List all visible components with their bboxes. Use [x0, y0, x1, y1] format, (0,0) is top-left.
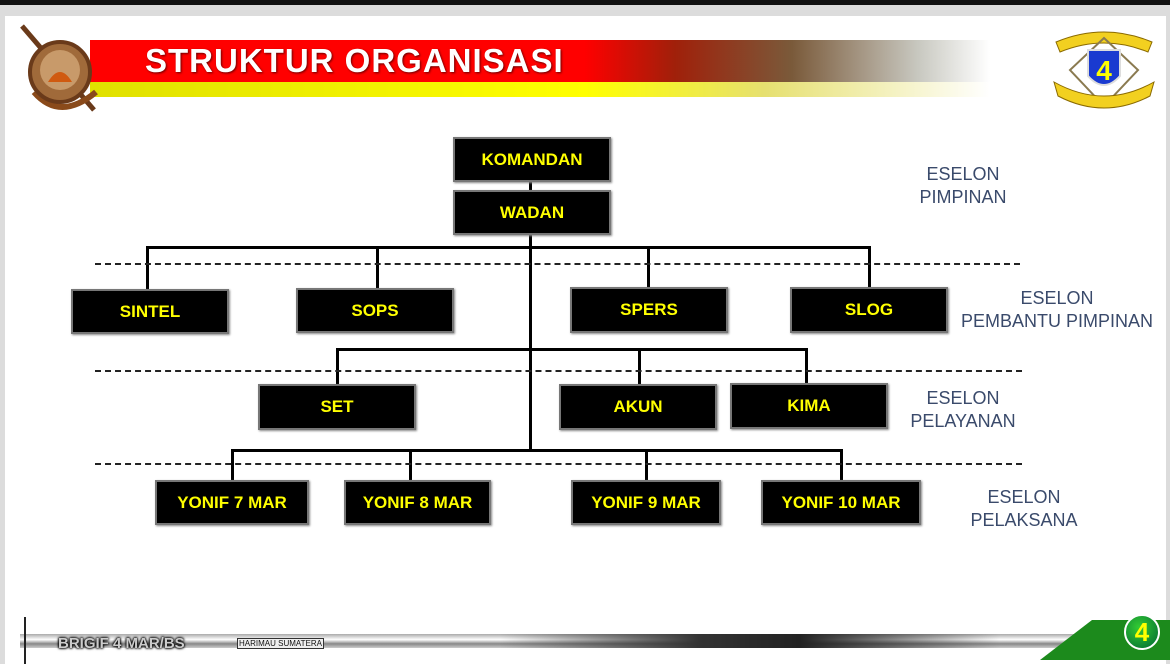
svg-text:4: 4 — [1096, 55, 1112, 86]
connector-line — [146, 246, 149, 289]
node-yonif-10: YONIF 10 MAR — [761, 480, 921, 525]
connector-line — [231, 449, 843, 452]
level-label-line: PIMPINAN — [919, 187, 1007, 207]
level-label-pelayanan: ESELON PELAYANAN — [910, 387, 1015, 433]
top-bar — [0, 0, 1170, 5]
node-set: SET — [258, 384, 416, 430]
slide — [5, 16, 1166, 664]
node-yonif-7: YONIF 7 MAR — [155, 480, 309, 525]
page-title: STRUKTUR ORGANISASI — [145, 42, 564, 79]
node-sintel: SINTEL — [71, 289, 229, 334]
connector-line — [868, 246, 871, 287]
node-komandan: KOMANDAN — [453, 137, 611, 182]
level-label-pimpinan: ESELON PIMPINAN — [919, 163, 1006, 209]
connector-line — [638, 348, 641, 384]
connector-line — [647, 246, 650, 287]
page-number: 4 — [1124, 614, 1160, 650]
level-label-pembantu: ESELON PEMBANTU PIMPINAN — [961, 287, 1153, 333]
node-slog: SLOG — [790, 287, 948, 333]
level-divider — [95, 263, 1020, 265]
footer-bar-shade — [500, 634, 1000, 648]
level-divider — [95, 370, 1022, 372]
marine-corps-emblem-icon — [20, 24, 98, 112]
level-label-line: ESELON — [926, 388, 1000, 408]
footer-motto: HARIMAU SUMATERA — [237, 638, 324, 649]
footer-divider — [24, 617, 26, 664]
node-sops: SOPS — [296, 288, 454, 333]
connector-line — [336, 348, 808, 351]
node-yonif-8: YONIF 8 MAR — [344, 480, 491, 525]
connector-line — [805, 348, 808, 383]
connector-line — [336, 348, 339, 384]
level-label-line: PEMBANTU PIMPINAN — [960, 311, 1154, 331]
level-divider — [95, 463, 1022, 465]
title-banner — [90, 40, 990, 82]
level-label-line: ESELON — [1020, 288, 1094, 308]
trunk-line — [529, 182, 532, 452]
connector-line — [376, 246, 379, 289]
level-label-line: ESELON — [987, 487, 1061, 507]
node-yonif-9: YONIF 9 MAR — [571, 480, 721, 525]
node-spers: SPERS — [570, 287, 728, 333]
level-label-line: PELAKSANA — [970, 510, 1078, 530]
level-label-line: PELAYANAN — [910, 411, 1016, 431]
title-banner-stripe — [90, 82, 990, 97]
level-label-line: ESELON — [926, 164, 1000, 184]
node-kima: KIMA — [730, 383, 888, 429]
node-akun: AKUN — [559, 384, 717, 430]
brigade-emblem-icon: 4 — [1053, 31, 1155, 109]
connector-line — [146, 246, 871, 249]
node-wadan: WADAN — [453, 190, 611, 235]
level-label-pelaksana: ESELON PELAKSANA — [970, 486, 1077, 532]
footer-unit: BRIGIF 4 MAR/BS — [58, 635, 185, 652]
